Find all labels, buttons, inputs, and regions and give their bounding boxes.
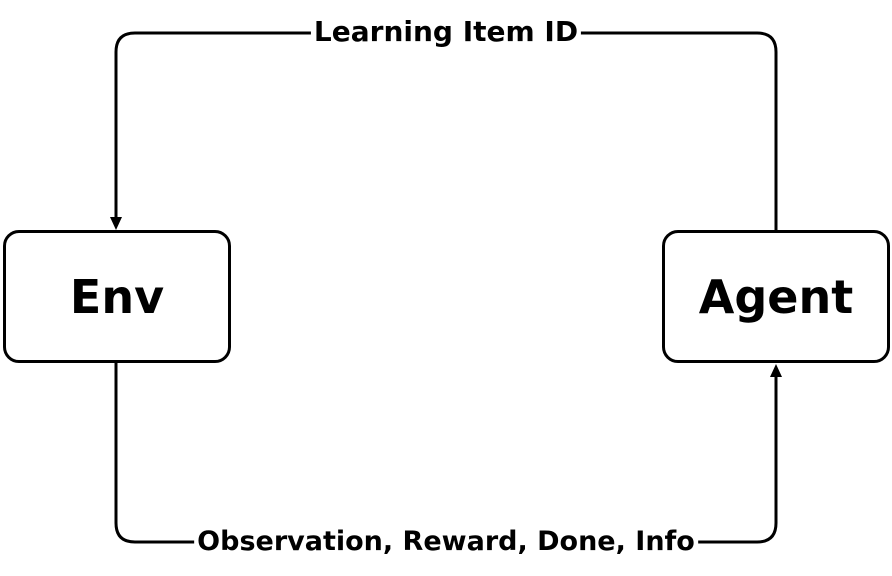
agent-node-label: Agent — [698, 269, 854, 324]
edge-agent-to-env — [114, 31, 778, 230]
edge-env-to-agent — [114, 363, 778, 544]
env-node-label: Env — [69, 269, 165, 324]
edge-label-learning-item-id: Learning Item ID — [310, 15, 582, 49]
env-node: Env — [3, 230, 231, 363]
arrowhead-into-env — [110, 217, 122, 230]
edge-label-observation-reward-done-info: Observation, Reward, Done, Info — [194, 525, 698, 559]
agent-node: Agent — [662, 230, 890, 363]
arrowhead-into-agent — [770, 364, 782, 377]
